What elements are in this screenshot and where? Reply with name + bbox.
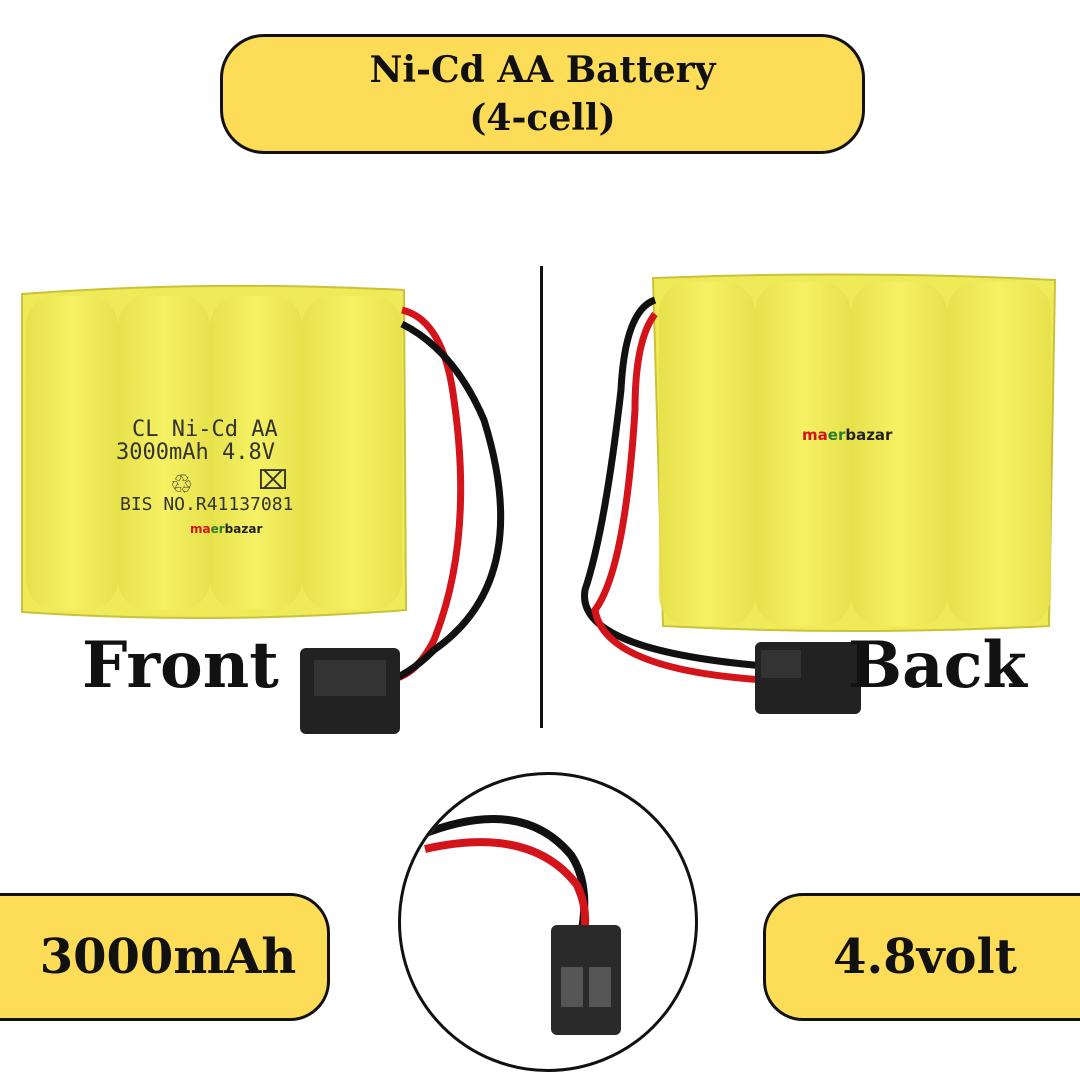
battery-front-image [21, 284, 505, 734]
watermark-front: maerbazar [190, 522, 263, 536]
voltage-text: 4.8volt [833, 929, 1017, 985]
connector-front [300, 648, 400, 734]
connector-closeup-image [419, 815, 621, 1035]
front-label: Front [82, 628, 279, 703]
watermark-back: maerbazar [802, 426, 893, 444]
crossed-bin-icon: ⌧ [258, 466, 288, 496]
battery-print-line-1: CL Ni-Cd AA [132, 417, 278, 442]
divider [540, 266, 543, 728]
battery-print-line-3: BIS NO.R41137081 [120, 494, 294, 515]
capacity-text: 3000mAh [39, 929, 297, 985]
capacity-badge: 3000mAh [0, 893, 330, 1021]
title-line-2: (4-cell) [469, 97, 616, 139]
title-line-1: Ni-Cd AA Battery [369, 49, 716, 91]
connector-closeup [398, 772, 698, 1072]
connector-back [755, 642, 861, 714]
battery-print-line-2: 3000mAh 4.8V [116, 440, 275, 465]
battery-back-image [581, 273, 1057, 714]
voltage-badge: 4.8volt [763, 893, 1080, 1021]
back-label: Back [848, 628, 1027, 703]
recycle-icon: ♲ [170, 470, 194, 500]
title-banner: Ni-Cd AA Battery (4-cell) [220, 34, 865, 154]
